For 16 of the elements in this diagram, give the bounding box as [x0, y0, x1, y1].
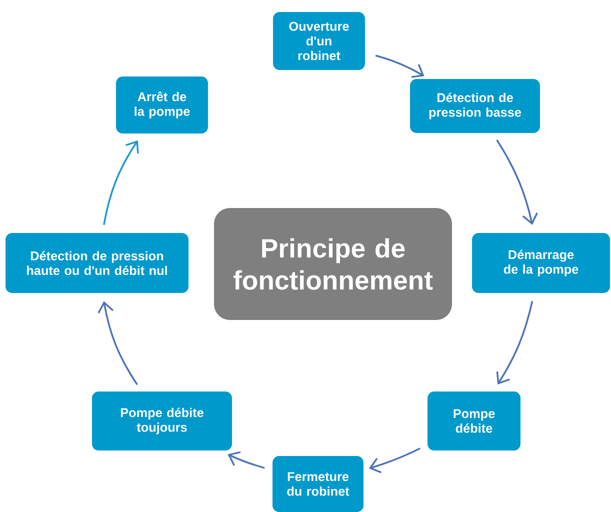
process-box: Pompe débite toujours: [92, 392, 232, 450]
arrow: [368, 448, 420, 474]
process-box: Ouverture d'un robinet: [273, 12, 365, 70]
arrow: [496, 300, 534, 384]
arrow: [228, 451, 265, 469]
arrow: [496, 140, 538, 225]
process-box: Pompe débite: [428, 392, 520, 450]
arrow: [375, 54, 424, 78]
process-box: Fermeture du robinet: [272, 456, 364, 512]
process-box: Démarrage de la pompe: [472, 233, 610, 293]
arrow: [98, 301, 138, 386]
title-box: Principe de fonctionnement: [214, 208, 452, 320]
process-box: Arrêt de la pompe: [116, 76, 208, 134]
process-box: Détection de pression haute ou d'un débit nul: [6, 233, 188, 293]
process-box: Détection de pression basse: [410, 79, 540, 133]
arrow: [103, 140, 139, 226]
